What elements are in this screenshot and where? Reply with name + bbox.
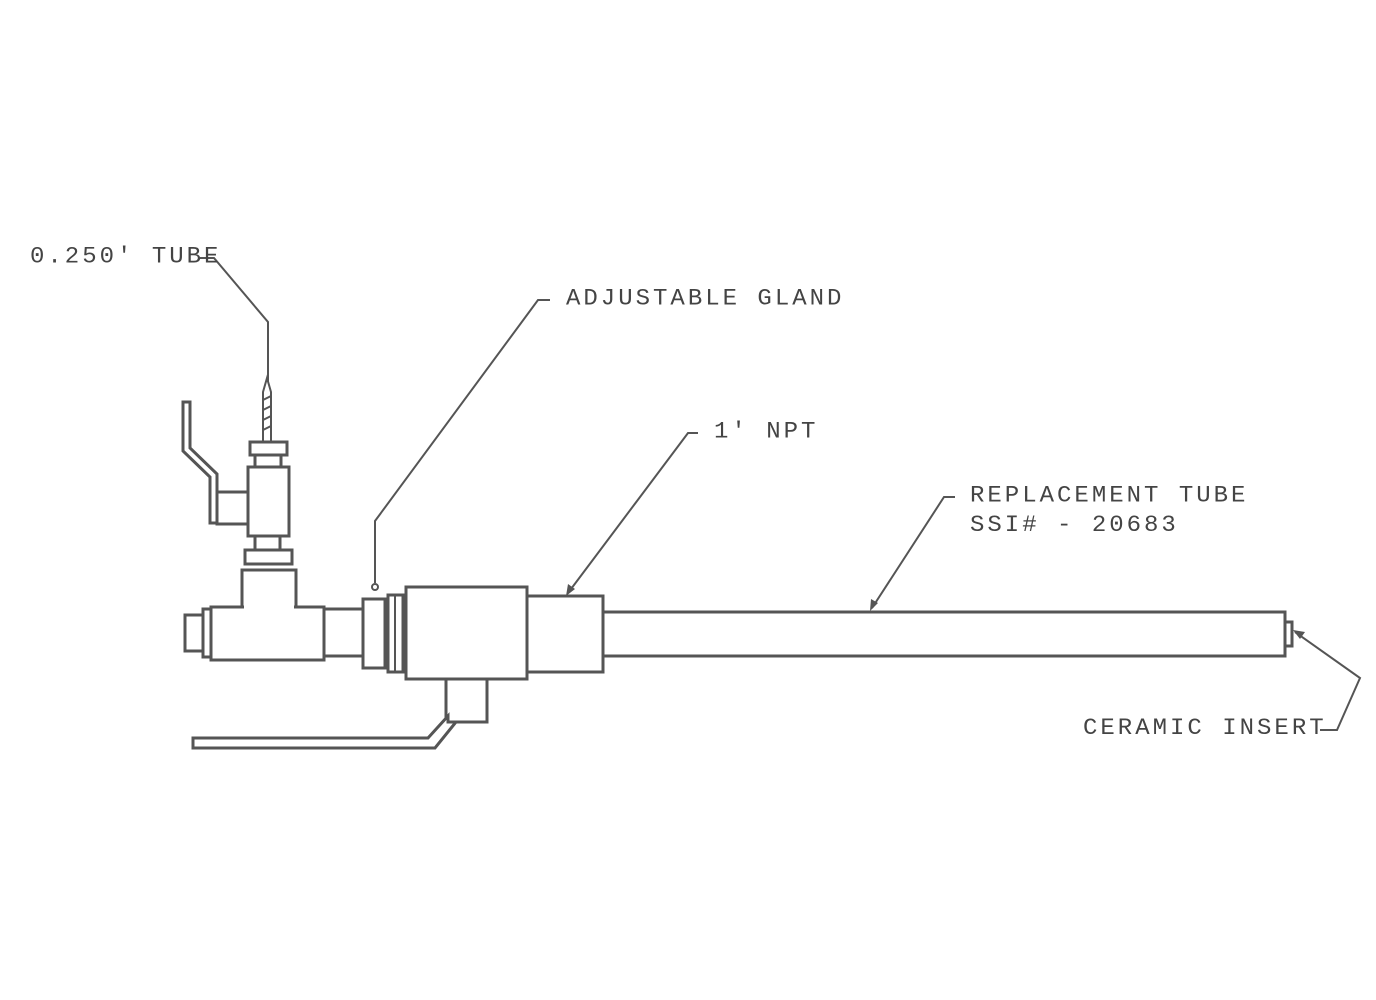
leader-gland: [374, 299, 550, 583]
arrow-replacement: [870, 599, 878, 611]
tube-barb: [262, 374, 272, 442]
valve-top-neck: [253, 453, 283, 469]
probe-stub: [444, 674, 489, 724]
label-replacement-tube: REPLACEMENT TUBE: [970, 483, 1249, 510]
leader-tube: [200, 257, 269, 382]
valve-lower-neck: [253, 534, 282, 552]
label-adjustable-gland: ADJUSTABLE GLAND: [566, 286, 845, 313]
valve-stem: [215, 490, 250, 526]
label-npt: 1' NPT: [714, 419, 819, 446]
label-part-number: SSI# - 20683: [970, 512, 1179, 539]
probe-housing: [404, 585, 529, 681]
tee-branch-inner: [244, 600, 294, 610]
pipe-nipple: [322, 607, 365, 658]
leader-npt: [567, 432, 698, 594]
replacement-tube: [601, 610, 1287, 658]
arrow-npt: [566, 584, 575, 596]
npt-section: [525, 594, 605, 674]
arrow-ceramic: [1293, 630, 1305, 639]
adjustable-gland: [361, 597, 387, 670]
valve-body: [246, 465, 291, 538]
leader-ceramic: [1294, 631, 1362, 731]
valve-lower-nut: [243, 548, 294, 566]
ceramic-insert: [1283, 620, 1294, 648]
leader-replacement: [871, 496, 955, 609]
tee-cap: [183, 613, 205, 653]
valve-top-nut: [248, 440, 289, 457]
valve-handle: [181, 400, 219, 525]
probe-handle: [191, 712, 460, 750]
tee-body: [209, 605, 326, 662]
gland-marker: [371, 583, 379, 591]
label-tube: 0.250' TUBE: [30, 244, 222, 271]
label-ceramic-insert: CERAMIC INSERT: [1083, 715, 1327, 742]
